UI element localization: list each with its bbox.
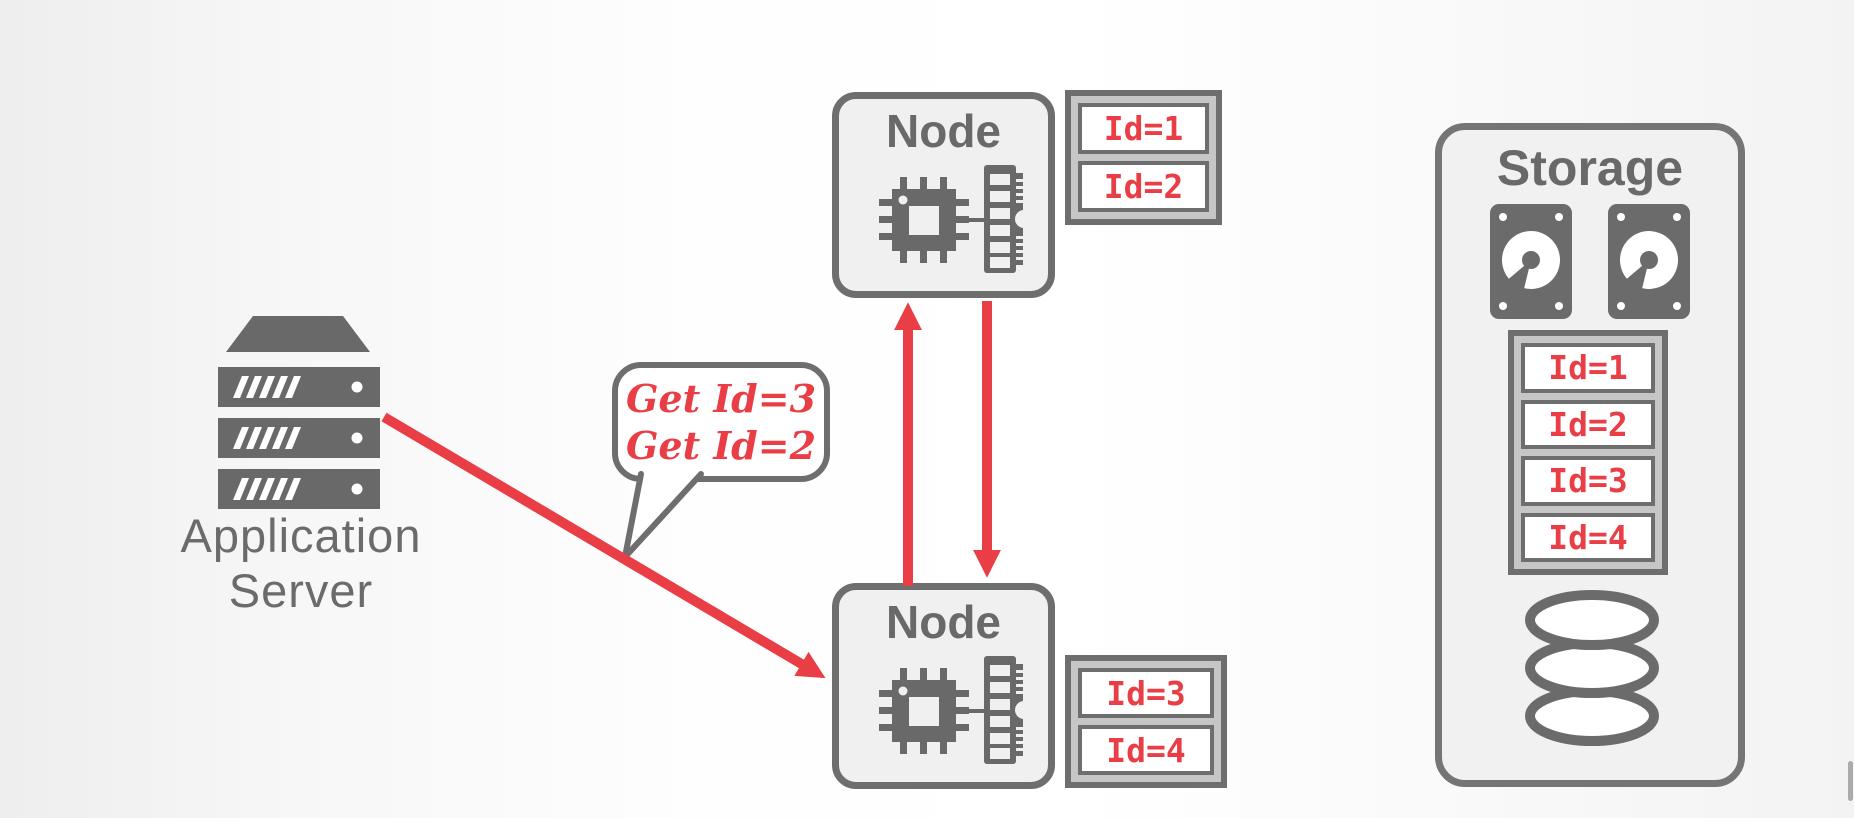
storage-id-panel: Id=1 Id=2 Id=3 Id=4 <box>1508 330 1668 575</box>
app-server-label: Application Server <box>118 508 484 618</box>
id-chip: Id=1 <box>1521 343 1655 393</box>
vertical-scrollbar-thumb[interactable] <box>1848 761 1853 801</box>
id-chip: Id=3 <box>1521 456 1655 506</box>
node-top-id-panel: Id=1 Id=2 <box>1065 90 1222 225</box>
cpu-ram-icon <box>878 656 1024 764</box>
storage-box: Storage Id=1 Id=2 Id=3 <box>1435 123 1745 787</box>
app-server-label-line1: Application <box>180 509 422 562</box>
id-chip: Id=2 <box>1078 161 1209 212</box>
app-server-label-line2: Server <box>228 564 374 617</box>
storage-title: Storage <box>1496 140 1684 196</box>
cpu-ram-icon <box>878 165 1024 273</box>
id-chip: Id=2 <box>1521 399 1655 449</box>
server-rack-icon <box>218 316 380 509</box>
speech-bubble-line2: Get Id=2 <box>625 423 817 468</box>
ram-icon <box>983 165 1024 273</box>
node-top: Node <box>832 92 1055 298</box>
id-chip: Id=4 <box>1078 725 1214 775</box>
id-chip: Id=1 <box>1078 103 1209 154</box>
node-bottom-id-panel: Id=3 Id=4 <box>1065 655 1227 788</box>
database-cylinder-icon <box>1525 590 1659 746</box>
node-top-title: Node <box>886 105 1001 157</box>
hdd-row <box>1442 204 1738 319</box>
id-chip: Id=4 <box>1521 512 1655 562</box>
node-bottom-title: Node <box>886 596 1001 648</box>
hdd-icon <box>1608 204 1690 319</box>
ram-icon <box>983 656 1024 764</box>
speech-bubble-tail <box>622 471 704 560</box>
speech-bubble-line1: Get Id=3 <box>625 376 817 421</box>
hdd-icon <box>1490 204 1572 319</box>
node-bottom: Node <box>832 583 1055 789</box>
speech-bubble-text: Get Id=3 Get Id=2 <box>618 366 824 478</box>
id-chip: Id=3 <box>1078 668 1214 718</box>
